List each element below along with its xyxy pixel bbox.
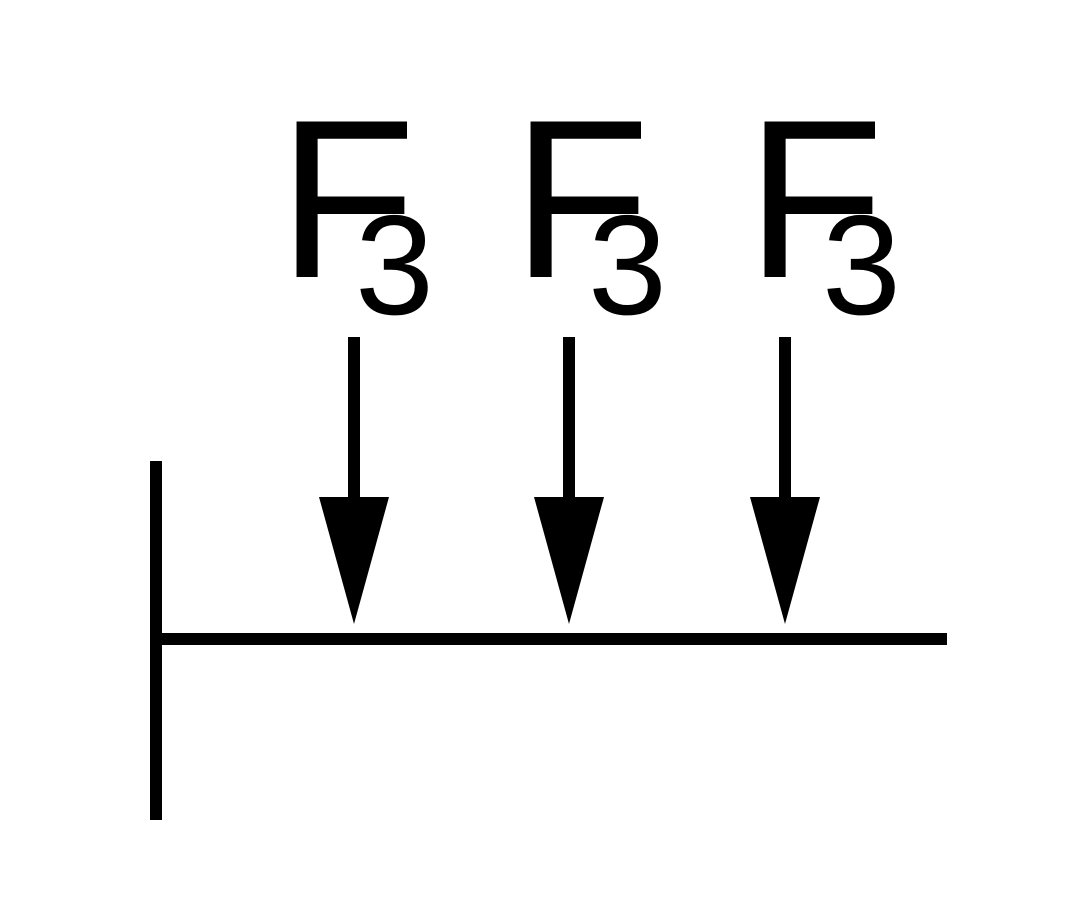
force-label-1: F 3 (278, 72, 434, 345)
force-arrow-2 (534, 337, 604, 624)
force-label-2: F 3 (512, 72, 667, 345)
force-subscript-1: 3 (355, 186, 434, 345)
arrowhead (750, 497, 820, 624)
force-letter-2: F (512, 72, 650, 325)
force-letter-3: F (746, 72, 884, 325)
force-arrow-1 (319, 337, 389, 624)
force-letter-1: F (278, 72, 416, 325)
force-subscript-2: 3 (588, 186, 667, 345)
arrowhead (534, 497, 604, 624)
force-arrow-3 (750, 337, 820, 624)
arrowhead (319, 497, 389, 624)
force-label-3: F 3 (746, 72, 901, 345)
force-subscript-3: 3 (822, 186, 901, 345)
